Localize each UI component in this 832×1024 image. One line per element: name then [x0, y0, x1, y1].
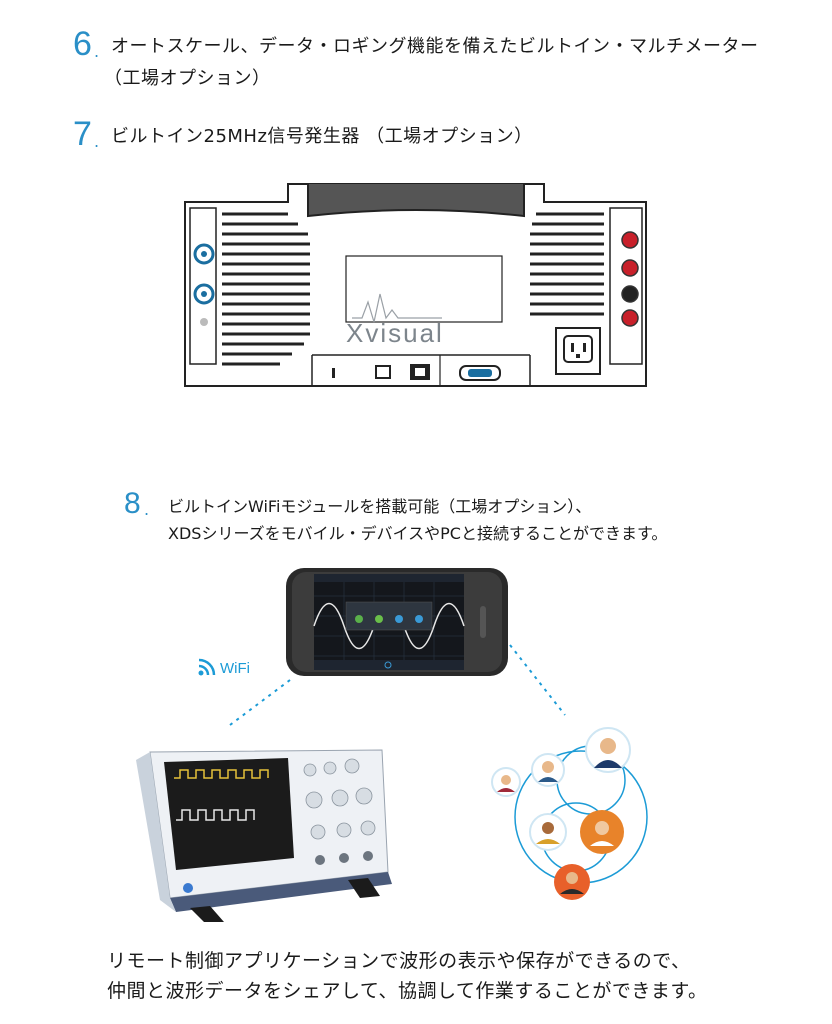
section7-dot: . [94, 132, 100, 151]
section8-line2: XDSシリーズをモバイル・デバイスやPCと接続することができます。 [168, 524, 668, 543]
bottom-text-line1: リモート制御アプリケーションで波形の表示や保存ができるので、 [107, 950, 691, 972]
section8-dot: . [144, 500, 150, 519]
rear-panel-drawing [184, 183, 647, 387]
smartphone-illustration [286, 568, 508, 676]
watermark-brand: Xvisual [346, 318, 444, 348]
bottom-text-line2: 仲間と波形データをシェアして、協調して作業することができます。 [107, 980, 708, 1002]
section8-line1: ビルトインWiFiモジュールを搭載可能（工場オプション）、 [168, 497, 592, 516]
section6-line1: オートスケール、データ・ロギング機能を備えたビルトイン・マルチメーター [111, 36, 759, 57]
section6-number: 6 [73, 25, 92, 63]
watermark-waveform [352, 293, 442, 323]
section7-number: 7 [73, 115, 92, 153]
section6-line2: （工場オプション） [104, 68, 271, 89]
section6-dot: . [94, 42, 100, 61]
section7-text: ビルトイン25MHz信号発生器 （工場オプション） [111, 126, 533, 147]
people-network-illustration [491, 727, 648, 900]
section8-number: 8 [124, 487, 141, 520]
wifi-label: WiFi [220, 660, 250, 677]
oscilloscope-illustration [136, 749, 392, 922]
connection-lines [229, 644, 566, 726]
wifi-icon [198, 658, 216, 676]
